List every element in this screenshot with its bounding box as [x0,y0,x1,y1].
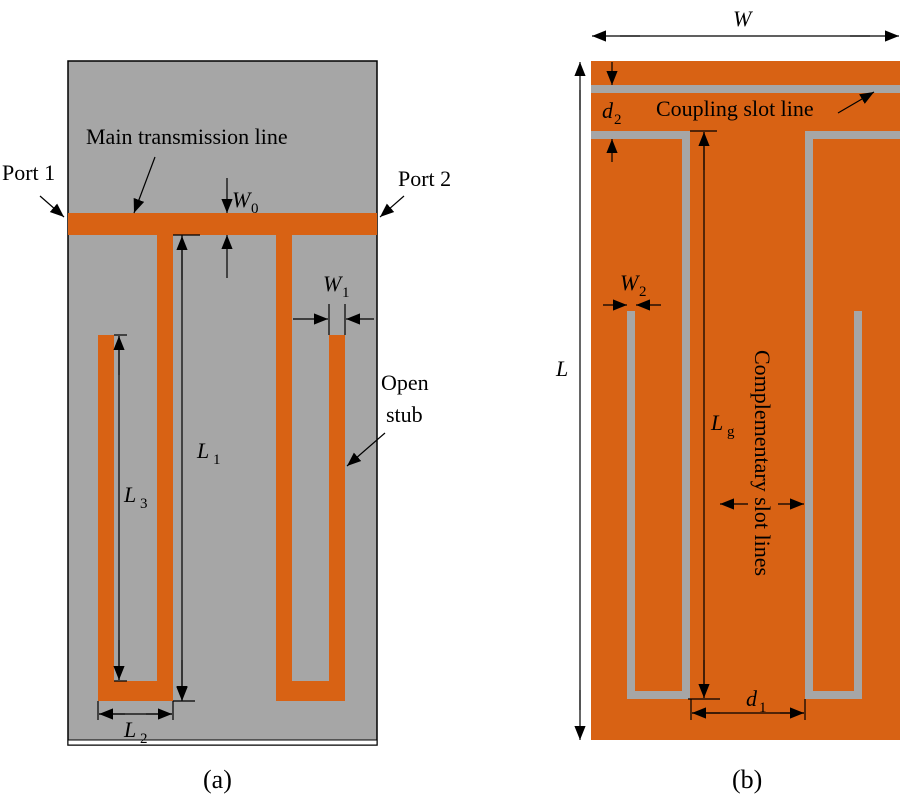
svg-text:W: W [620,270,640,295]
complementary-label: Complementary slot lines [750,350,775,576]
panel-b: W L d 2 Coupling slot line W 2 L g Compl… [555,6,900,794]
caption-a: (a) [203,765,232,794]
svg-text:1: 1 [213,452,221,468]
svg-text:W: W [733,6,753,31]
left-folded-stub [98,235,173,701]
l2-label: L 2 [123,717,148,747]
open-stub-arrow [346,432,386,467]
port1-label: Port 1 [2,160,55,185]
l1-label: L 1 [196,438,221,468]
main-line-arrow [133,156,156,214]
w-label: W [733,6,753,31]
port2-label: Port 2 [398,166,451,191]
right-open-stub [276,235,345,701]
svg-text:L: L [710,410,723,435]
main-line-label: Main transmission line [86,124,288,149]
bottom-strip-a [67,739,378,746]
svg-text:1: 1 [759,700,767,716]
ground-plane-b [591,61,900,740]
l-label: L [555,356,568,381]
svg-text:2: 2 [614,112,622,128]
coupling-arrow [837,91,875,114]
panel-a: Main transmission line Port 1 Port 2 Ope… [2,60,451,794]
svg-text:2: 2 [639,284,647,300]
svg-text:L: L [123,482,136,507]
svg-text:W: W [232,187,252,212]
right-complementary-slot [805,131,900,699]
svg-text:0: 0 [251,201,259,217]
svg-text:L: L [123,717,136,742]
svg-text:L: L [196,438,209,463]
left-complementary-slot [591,131,690,699]
main-transmission-line [68,213,377,235]
port1-arrow [39,195,65,218]
w2-label: W 2 [620,270,647,300]
svg-text:2: 2 [140,731,148,747]
svg-text:1: 1 [342,285,350,301]
open-label: Open [381,370,429,395]
svg-text:d: d [602,98,614,123]
coupling-slot-line [591,85,900,93]
svg-text:g: g [727,424,735,440]
l3-label: L 3 [123,482,148,512]
svg-text:d: d [746,686,758,711]
svg-text:L: L [555,356,568,381]
w0-label: W 0 [232,187,259,217]
svg-text:3: 3 [140,496,148,512]
d2-label: d 2 [602,98,622,128]
svg-text:W: W [323,271,343,296]
stub-label: stub [386,402,423,427]
w1-label: W 1 [323,271,350,301]
coupling-label: Coupling slot line [656,96,814,121]
lg-label: L g [710,410,735,440]
caption-b: (b) [732,765,762,794]
d1-label: d 1 [746,686,767,716]
port2-arrow [379,195,405,218]
